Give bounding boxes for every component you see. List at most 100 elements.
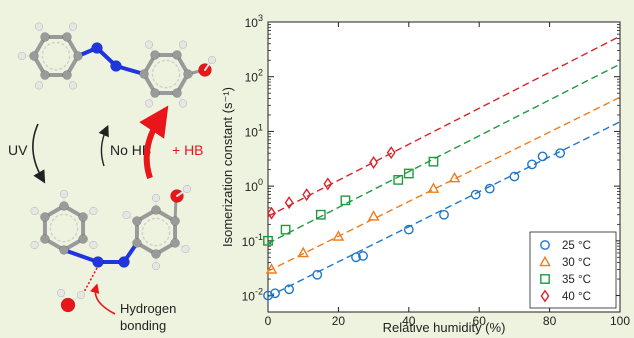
hydrogen-atom (151, 193, 161, 203)
carbon-atom (62, 32, 72, 42)
data-point (369, 156, 379, 170)
nitrogen-atom (110, 60, 122, 72)
carbon-atom (132, 238, 142, 248)
x-tick-label: 100 (610, 314, 630, 328)
x-tick-label: 60 (473, 314, 487, 328)
carbon-atom (40, 234, 50, 244)
carbon-atom (150, 88, 160, 98)
carbon-atom (132, 216, 142, 226)
chart-legend: 25 °C30 °C35 °C40 °C (529, 231, 617, 309)
carbon-atom (78, 212, 88, 222)
carbon-atom (62, 70, 72, 80)
data-point (403, 224, 414, 235)
data-point (263, 290, 273, 301)
legend-marker (540, 240, 550, 250)
aromatic-ring (41, 41, 71, 71)
data-point (263, 235, 273, 246)
hydrogen-atom (68, 22, 78, 31)
carbon-atom (59, 245, 69, 255)
carbon-atom (40, 212, 50, 222)
carbon-atom (183, 69, 193, 79)
data-point (284, 196, 294, 210)
nitrogen-atom (118, 256, 130, 268)
data-point (302, 188, 312, 202)
water-hydrogen-atom (76, 290, 86, 300)
legend-marker (540, 289, 550, 303)
carbon-atom (78, 234, 88, 244)
isomerization-scheme: UV No HB + HB Hydrogen bonding (8, 22, 217, 333)
carbon-atom (151, 249, 161, 259)
y-tick-label: 101 (245, 122, 263, 139)
aromatic-ring (49, 213, 79, 243)
hydrogen-atom (178, 99, 188, 108)
trans-azobenzene-molecule (17, 22, 217, 108)
x-tick-label: 40 (402, 314, 416, 328)
uv-arrow (32, 123, 46, 184)
data-point (509, 171, 520, 182)
data-point (323, 177, 333, 191)
legend-label: 25 °C (562, 240, 591, 252)
data-points (263, 146, 566, 301)
data-point (351, 252, 361, 263)
y-tick-label: 102 (245, 68, 263, 85)
uv-label: UV (8, 142, 28, 158)
hydrogen-atom (30, 206, 39, 216)
plus-hb-arrow (139, 105, 169, 179)
nitrogen-atom (91, 42, 103, 54)
hydrogen-atom (207, 55, 217, 65)
bond (62, 248, 100, 264)
carbon-atom (150, 50, 160, 60)
legend-marker (540, 274, 550, 284)
no-hb-arrow (98, 124, 109, 167)
y-tick-label: 103 (245, 13, 263, 30)
hydrogen-atom (89, 240, 98, 250)
x-tick-label: 0 (265, 314, 272, 328)
data-point (403, 168, 414, 179)
data-point (367, 210, 380, 221)
data-point (448, 171, 461, 183)
aromatic-ring (151, 59, 181, 89)
carbon-atom (170, 216, 180, 226)
legend-label: 30 °C (562, 257, 591, 269)
data-point (270, 288, 280, 299)
no-hb-label: No HB (110, 142, 151, 158)
carbon-atom (29, 51, 39, 61)
data-point (267, 206, 276, 220)
hydrogen-atom (59, 189, 69, 199)
hydrogen-bond-dotted (83, 267, 98, 293)
carbon-atom (151, 205, 161, 215)
water-oxygen-atom (60, 297, 76, 313)
y-tick-label: 10-1 (242, 232, 263, 249)
carbon-atom (40, 70, 50, 80)
cis-azobenzene-molecule (30, 184, 192, 313)
carbon-atom (172, 50, 182, 60)
data-point (297, 246, 310, 258)
hydrogen-bonding-label-line2: bonding (120, 318, 166, 333)
data-point (265, 263, 278, 274)
water-hydrogen-atom (56, 288, 66, 298)
data-point (315, 209, 326, 220)
hydrogen-atom (89, 206, 98, 216)
hydrogen-atom (122, 210, 131, 220)
data-point (439, 209, 449, 220)
hydrogen-atom (30, 240, 39, 250)
hydrogen-atom (178, 40, 188, 49)
hydrogen-atom (34, 22, 44, 31)
carbon-atom (170, 238, 180, 248)
hydrogen-atom (17, 51, 27, 61)
data-point (428, 156, 439, 167)
data-point (527, 159, 537, 170)
hydrogen-atom (34, 81, 44, 90)
carbon-atom (40, 32, 50, 42)
data-point (386, 146, 396, 160)
data-point (555, 148, 566, 159)
hydrogen-atom (182, 184, 192, 194)
hydrogen-bonding-arrow (90, 283, 116, 315)
y-tick-label: 10-2 (242, 287, 263, 304)
hydrogen-atom (181, 244, 190, 254)
data-point (484, 183, 495, 194)
legend-label: 35 °C (562, 274, 591, 286)
carbon-atom (139, 69, 149, 79)
